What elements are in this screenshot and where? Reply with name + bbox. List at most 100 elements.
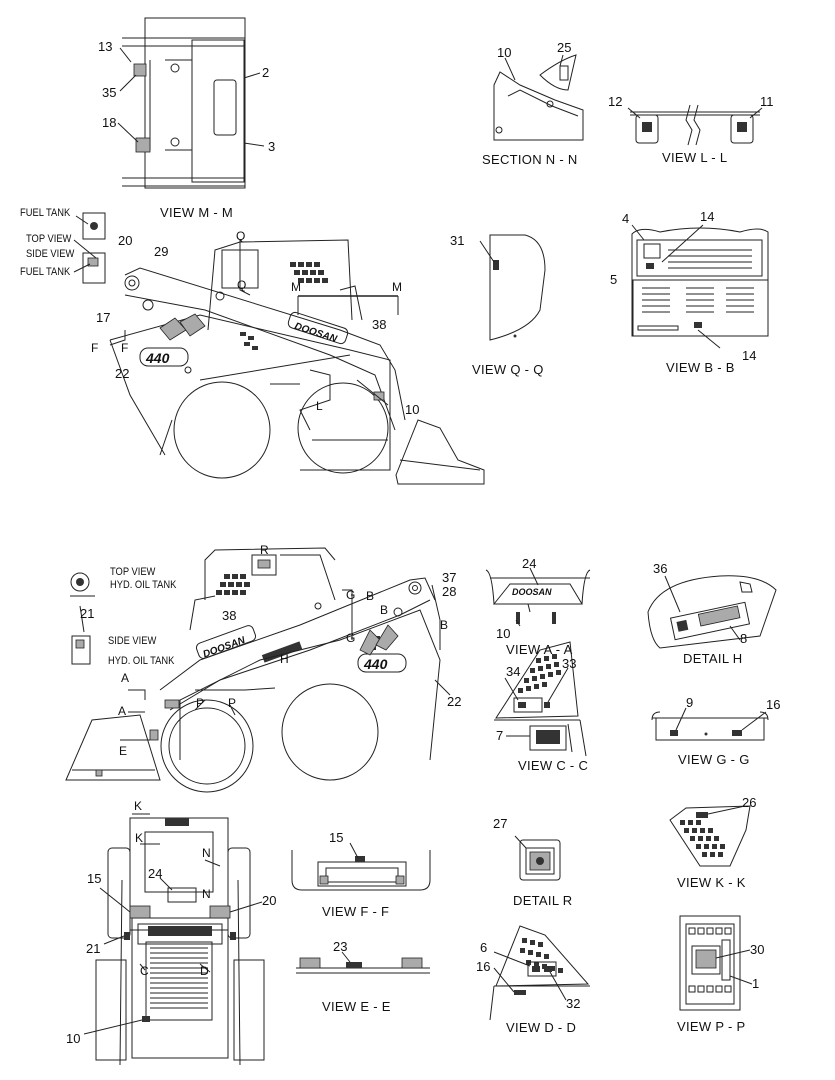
callout-15-front: 15 <box>87 871 102 886</box>
callout-10-upper: 10 <box>405 402 420 417</box>
callout-23: 23 <box>333 939 348 954</box>
section-nn-title: SECTION N - N <box>482 152 578 167</box>
note-side-view-1: SIDE VIEW <box>26 248 75 260</box>
section-mark-b-1: B <box>366 589 375 603</box>
callout-4: 4 <box>622 211 630 226</box>
callout-30: 30 <box>750 942 765 957</box>
section-mark-b-2: B <box>380 603 389 617</box>
detail-r-title: DETAIL R <box>513 893 573 908</box>
section-mark-k-bottom: K <box>135 831 144 845</box>
front-view-drawing <box>83 813 265 1066</box>
view-gg-title: VIEW G - G <box>678 752 750 767</box>
view-ll-drawing <box>627 104 763 146</box>
callout-22-lower: 22 <box>447 694 462 709</box>
view-ff-drawing <box>291 842 431 891</box>
upper-loader-drawing <box>73 212 485 485</box>
callout-10-section-nn: 10 <box>497 45 512 60</box>
callout-12: 12 <box>608 94 623 109</box>
section-mark-e: E <box>119 744 128 758</box>
callout-3: 3 <box>268 139 276 154</box>
callout-36: 36 <box>653 561 668 576</box>
view-qq-title: VIEW Q - Q <box>472 362 544 377</box>
section-nn-drawing <box>493 54 584 141</box>
view-pp-title: VIEW P - P <box>677 1019 746 1034</box>
callout-37: 37 <box>442 570 457 585</box>
note-side-view-2: SIDE VIEW <box>108 635 157 647</box>
callout-16-view-gg: 16 <box>766 697 781 712</box>
view-bb-title: VIEW B - B <box>666 360 735 375</box>
callout-21-front: 21 <box>86 941 101 956</box>
section-mark-h: H <box>280 652 289 666</box>
callout-16-view-dd: 16 <box>476 959 491 974</box>
view-cc-title: VIEW C - C <box>518 758 589 773</box>
callout-27: 27 <box>493 816 508 831</box>
callout-25: 25 <box>557 40 572 55</box>
callout-17: 17 <box>96 310 111 325</box>
section-mark-b-3: B <box>440 618 449 632</box>
callout-21-side: 21 <box>80 606 95 621</box>
section-mark-p-left: P <box>196 696 205 710</box>
view-ee-drawing <box>296 951 430 974</box>
callout-2: 2 <box>262 65 270 80</box>
callout-5: 5 <box>610 272 618 287</box>
section-mark-f-left: F <box>91 341 99 355</box>
view-qq-drawing <box>479 234 546 341</box>
section-mark-q-bottom: Q <box>237 278 247 292</box>
model-badge-lower: 440 <box>364 656 388 672</box>
section-mark-p-right: P <box>228 696 237 710</box>
callout-38-upper: 38 <box>372 317 387 332</box>
section-mark-r: R <box>260 543 269 557</box>
callout-9: 9 <box>686 695 694 710</box>
section-mark-c: C <box>140 964 149 978</box>
note-fuel-tank-bottom: FUEL TANK <box>20 266 71 278</box>
callout-18: 18 <box>102 115 117 130</box>
section-mark-l: L <box>316 399 323 413</box>
detail-r-drawing <box>514 835 561 881</box>
callout-33: 33 <box>562 656 577 671</box>
view-aa-drawing <box>485 567 591 627</box>
callout-38-lower: 38 <box>222 608 237 623</box>
callout-35: 35 <box>102 85 117 100</box>
callout-20-front: 20 <box>262 893 277 908</box>
callout-11: 11 <box>760 94 774 109</box>
model-badge-upper: 440 <box>146 350 170 366</box>
section-mark-g-top: G <box>346 588 356 602</box>
section-mark-m-right: M <box>392 280 402 294</box>
view-cc-drawing <box>494 641 587 757</box>
callout-14-bottom: 14 <box>742 348 757 363</box>
callout-7: 7 <box>496 728 504 743</box>
view-pp-drawing <box>679 915 753 1011</box>
callout-6: 6 <box>480 940 488 955</box>
note-hyd-oil-tank-2: HYD. OIL TANK <box>108 655 175 667</box>
callout-1: 1 <box>752 976 760 991</box>
section-mark-k-top: K <box>134 799 143 813</box>
callout-13: 13 <box>98 39 113 54</box>
callout-28: 28 <box>442 584 457 599</box>
view-dd-title: VIEW D - D <box>506 1020 577 1035</box>
view-kk-title: VIEW K - K <box>677 875 746 890</box>
view-gg-drawing <box>651 707 769 741</box>
callout-10-front: 10 <box>66 1031 81 1046</box>
callout-10-view-aa: 10 <box>496 626 511 641</box>
note-hyd-oil-tank-1: HYD. OIL TANK <box>110 579 177 591</box>
view-mm-title: VIEW M - M <box>160 205 234 220</box>
detail-h-title: DETAIL H <box>683 651 743 666</box>
callout-15-view-ff: 15 <box>329 830 344 845</box>
callout-20-upper: 20 <box>118 233 133 248</box>
detail-h-drawing <box>647 575 777 649</box>
doosan-decal-view-aa: DOOSAN <box>512 587 552 597</box>
note-top-view-2: TOP VIEW <box>110 566 156 578</box>
callout-26: 26 <box>742 795 757 810</box>
callout-22-upper: 22 <box>115 366 130 381</box>
callout-8: 8 <box>740 631 748 646</box>
callout-31: 31 <box>450 233 465 248</box>
callout-34: 34 <box>506 664 521 679</box>
section-mark-n-top: N <box>202 846 211 860</box>
view-ff-title: VIEW F - F <box>322 904 390 919</box>
note-top-view-1: TOP VIEW <box>26 233 72 245</box>
callout-24-front: 24 <box>148 866 163 881</box>
callout-32: 32 <box>566 996 581 1011</box>
callout-14-top: 14 <box>700 209 715 224</box>
